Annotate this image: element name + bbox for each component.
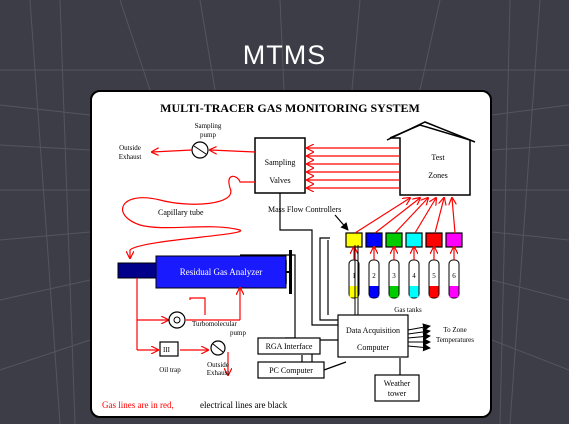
sampling-valves-label-2: Valves bbox=[269, 176, 290, 185]
pc-computer-label: PC Computer bbox=[269, 366, 313, 375]
sampling-pump-label-2: pump bbox=[200, 131, 216, 139]
oil-trap-icon bbox=[159, 341, 179, 357]
test-zones-building: Test Zones bbox=[386, 121, 476, 196]
gas-tank-fill-3 bbox=[389, 286, 399, 298]
legend-gas-lines: Gas lines are in red, bbox=[102, 400, 174, 410]
gas-tank-fill-2 bbox=[369, 286, 379, 298]
zone-temperature-lines bbox=[407, 323, 431, 352]
residual-gas-analyzer-label: Residual Gas Analyzer bbox=[180, 267, 262, 277]
data-acquisition-computer-box bbox=[337, 314, 409, 358]
gas-tank-number-6: 6 bbox=[452, 272, 456, 280]
rga-interface-label: RGA Interface bbox=[266, 342, 313, 351]
zone-to-valve-gas-lines bbox=[307, 148, 400, 188]
mass-flow-controller-5 bbox=[425, 232, 443, 248]
oil-trap-glyph: III bbox=[163, 346, 171, 354]
data-acquisition-label-2: Computer bbox=[357, 343, 389, 352]
oil-trap-label: Oil trap bbox=[159, 366, 181, 374]
mass-flow-controller-3 bbox=[385, 232, 403, 248]
gas-tank-fill-1 bbox=[349, 286, 359, 298]
gas-tanks-label: Gas tanks bbox=[394, 306, 422, 314]
gas-tank-fill-6 bbox=[449, 286, 459, 298]
turbomolecular-pump-label-1: Turbomolecular bbox=[192, 320, 238, 328]
weather-tower-label-1: Weather bbox=[384, 379, 411, 388]
zone-temps-label-2: Temperatures bbox=[436, 336, 474, 344]
mass-flow-controllers-label: Mass Flow Controllers bbox=[268, 205, 341, 214]
mass-flow-controller-1 bbox=[345, 232, 363, 248]
turbomolecular-pump-icon bbox=[168, 311, 186, 329]
mass-flow-controller-4 bbox=[405, 232, 423, 248]
gas-tank-number-5: 5 bbox=[432, 272, 436, 280]
test-zones-label-1: Test bbox=[431, 153, 445, 162]
mtms-diagram: MULTI-TRACER GAS MONITORING SYSTEM Test … bbox=[102, 101, 476, 410]
gas-tank-fill-5 bbox=[429, 286, 439, 298]
gas-tank-number-2: 2 bbox=[372, 272, 376, 280]
slide-title: MTMS bbox=[242, 40, 327, 70]
mass-flow-controller-2 bbox=[365, 232, 383, 248]
sampling-pump-label-1: Sampling bbox=[195, 122, 222, 130]
mass-flow-controllers bbox=[345, 232, 463, 248]
daq-control-lines bbox=[354, 245, 359, 315]
rga-vacuum-gas-lines bbox=[136, 278, 240, 375]
test-zones-label-2: Zones bbox=[428, 171, 448, 180]
outside-exhaust-top-label-2: Exhaust bbox=[119, 153, 142, 161]
diagram-heading: MULTI-TRACER GAS MONITORING SYSTEM bbox=[160, 101, 420, 115]
gas-tank-number-3: 3 bbox=[392, 272, 396, 280]
outside-exhaust-top-label-1: Outside bbox=[119, 144, 141, 152]
turbomolecular-pump-label-2: pump bbox=[230, 329, 246, 337]
gas-tanks: 1 2 3 4 5 6 bbox=[348, 247, 460, 299]
gas-tank-number-1: 1 bbox=[352, 272, 356, 280]
rga-left-cap bbox=[117, 262, 157, 279]
mass-flow-controller-6 bbox=[445, 232, 463, 248]
capillary-tube-label: Capillary tube bbox=[158, 208, 204, 217]
data-acquisition-label-1: Data Acquisition bbox=[346, 326, 400, 335]
gas-tank-number-4: 4 bbox=[412, 272, 416, 280]
weather-tower-box bbox=[374, 374, 420, 402]
residual-gas-analyzer-box bbox=[155, 255, 287, 289]
outside-exhaust-bottom-label-1: Outside bbox=[207, 361, 229, 369]
outside-exhaust-bottom-label-2: Exhaust bbox=[207, 369, 230, 377]
legend-electrical-lines: electrical lines are black bbox=[200, 400, 288, 410]
controller-to-zone-gas-lines bbox=[354, 198, 455, 234]
weather-tower-label-2: tower bbox=[388, 389, 407, 398]
rga-interface-box bbox=[257, 337, 321, 355]
pump-gas-lines bbox=[121, 150, 256, 258]
zone-temps-label-1: To Zone bbox=[443, 326, 466, 334]
gas-tank-fill-4 bbox=[409, 286, 419, 298]
sampling-valves-label-1: Sampling bbox=[265, 158, 296, 167]
